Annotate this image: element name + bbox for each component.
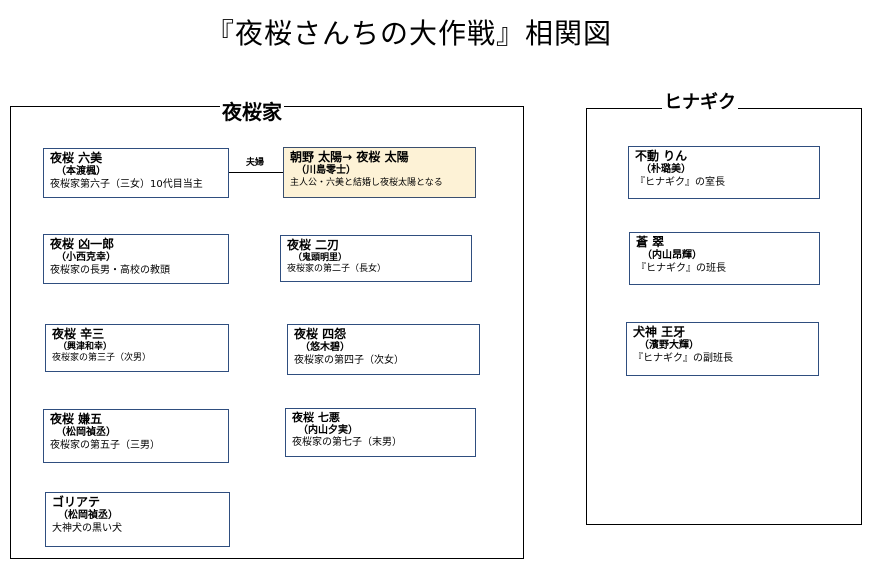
character-card-sui[interactable]: 蒼 翠 （内山昂輝） 『ヒナギク』の班長 bbox=[629, 232, 820, 285]
character-card-shinzo[interactable]: 夜桜 辛三 （興津和幸） 夜桜家の第三子（次男） bbox=[45, 324, 229, 372]
voice-actor: （本渡楓） bbox=[56, 166, 106, 177]
character-description: 夜桜家の第七子（末男） bbox=[292, 437, 402, 449]
character-name: 夜桜 辛三 bbox=[52, 327, 105, 341]
voice-actor: （悠木碧） bbox=[300, 342, 350, 353]
character-description: 夜桜家の第三子（次男） bbox=[52, 353, 152, 364]
voice-actor: （内山夕実） bbox=[298, 424, 358, 436]
character-name: 夜桜 嫌五 bbox=[50, 412, 103, 426]
voice-actor: （川島零士） bbox=[296, 165, 356, 176]
voice-actor: （朴璐美） bbox=[641, 164, 691, 175]
hinagiku-label: ヒナギク bbox=[662, 88, 738, 114]
voice-actor: （小西克幸） bbox=[56, 252, 116, 263]
page-title: 『夜桜さんちの大作戦』相関図 bbox=[206, 17, 613, 50]
character-description: 夜桜家の第二子（長女） bbox=[287, 264, 387, 275]
character-card-shion[interactable]: 夜桜 四怨 （悠木碧） 夜桜家の第四子（次女） bbox=[287, 324, 480, 375]
character-name: 犬神 王牙 bbox=[633, 325, 686, 339]
voice-actor: （濱野大輝） bbox=[639, 340, 699, 351]
character-description: 夜桜家第六子（三女）10代目当主 bbox=[50, 178, 203, 190]
character-card-rin[interactable]: 不動 りん （朴璐美） 『ヒナギク』の室長 bbox=[628, 146, 820, 199]
character-name: ゴリアテ bbox=[52, 495, 101, 509]
character-name: 夜桜 四怨 bbox=[294, 327, 347, 341]
marriage-label: 夫婦 bbox=[246, 158, 265, 168]
character-name: 蒼 翠 bbox=[636, 235, 665, 249]
character-card-kyoichiro[interactable]: 夜桜 凶一郎 （小西克幸） 夜桜家の長男・高校の教頭 bbox=[43, 234, 229, 284]
voice-actor: （鬼頭明里） bbox=[293, 253, 348, 263]
character-name: 夜桜 二刃 bbox=[287, 238, 340, 252]
character-description: 『ヒナギク』の班長 bbox=[636, 262, 726, 274]
character-name: 夜桜 凶一郎 bbox=[50, 237, 115, 251]
character-card-nanao[interactable]: 夜桜 七悪 （内山夕実） 夜桜家の第七子（末男） bbox=[285, 408, 476, 457]
character-description: 主人公・六美と結婚し夜桜太陽となる bbox=[290, 177, 443, 188]
character-description: 『ヒナギク』の副班長 bbox=[633, 352, 733, 364]
character-card-goliath[interactable]: ゴリアテ （松岡禎丞） 大神犬の黒い犬 bbox=[45, 492, 230, 547]
character-card-futaba[interactable]: 夜桜 二刃 （鬼頭明里） 夜桜家の第二子（長女） bbox=[280, 235, 472, 282]
character-name: 夜桜 七悪 bbox=[292, 411, 340, 424]
character-description: 夜桜家の第五子（三男） bbox=[50, 439, 160, 451]
character-description: 夜桜家の第四子（次女） bbox=[294, 354, 404, 366]
voice-actor: （興津和幸） bbox=[58, 342, 113, 352]
character-name: 夜桜 六美 bbox=[50, 151, 103, 165]
character-description: 夜桜家の長男・高校の教頭 bbox=[50, 264, 170, 276]
character-name: 朝野 太陽→ 夜桜 太陽 bbox=[290, 150, 409, 164]
character-card-kengo[interactable]: 夜桜 嫌五 （松岡禎丞） 夜桜家の第五子（三男） bbox=[43, 409, 229, 463]
voice-actor: （松岡禎丞） bbox=[56, 427, 116, 438]
character-description: 大神犬の黒い犬 bbox=[52, 522, 122, 534]
voice-actor: （松岡禎丞） bbox=[58, 510, 118, 521]
character-description: 『ヒナギク』の室長 bbox=[635, 176, 725, 188]
yozakura-family-label: 夜桜家 bbox=[220, 96, 284, 125]
voice-actor: （内山昂輝） bbox=[642, 250, 702, 261]
marriage-connector bbox=[229, 172, 283, 173]
character-card-taiyo[interactable]: 朝野 太陽→ 夜桜 太陽 （川島零士） 主人公・六美と結婚し夜桜太陽となる bbox=[283, 147, 476, 198]
character-card-ouga[interactable]: 犬神 王牙 （濱野大輝） 『ヒナギク』の副班長 bbox=[626, 322, 819, 376]
character-card-mutsumi[interactable]: 夜桜 六美 （本渡楓） 夜桜家第六子（三女）10代目当主 bbox=[43, 148, 229, 198]
character-name: 不動 りん bbox=[635, 149, 688, 163]
